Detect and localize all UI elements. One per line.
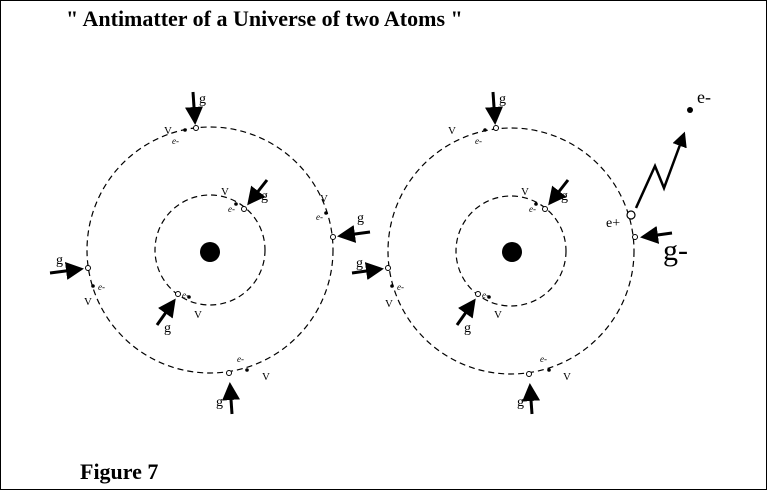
outer-orbit-left: [86, 126, 334, 374]
inner-orbit-left: [154, 194, 266, 306]
gamma-label: g: [464, 321, 471, 336]
incoming-gamma-label: g-: [663, 234, 688, 267]
neutrino-dot: [324, 211, 328, 215]
gamma-arrow: [351, 262, 384, 280]
orbit-site: [226, 370, 232, 376]
electron-label: e-: [540, 354, 547, 364]
gamma-label: g: [357, 211, 364, 226]
neutrino-dot: [487, 295, 491, 299]
gamma-label: g: [517, 395, 524, 410]
electron-label: e-: [529, 204, 536, 214]
neutrino-dot: [234, 202, 238, 206]
nucleus-right: [502, 242, 522, 262]
figure-title: " Antimatter of a Universe of two Atoms …: [66, 6, 463, 31]
emission-zigzag: [634, 131, 687, 209]
gamma-label: g: [261, 189, 268, 204]
orbit-site: [493, 125, 499, 131]
neutrino-dot: [390, 284, 394, 288]
gamma-arrow: [522, 383, 541, 415]
neutrino-dot: [91, 284, 95, 288]
electron-label: e-: [98, 282, 105, 292]
neutrino-label: V: [385, 298, 393, 310]
electron-label: e-: [316, 212, 323, 222]
neutrino-label: V: [494, 309, 502, 321]
neutrino-dot: [245, 368, 249, 372]
gamma-arrow: [155, 298, 176, 326]
orbit-site: [385, 265, 391, 271]
orbit-site: [475, 291, 481, 297]
gamma-arrow: [247, 179, 269, 206]
neutrino-label: V: [84, 296, 92, 308]
orbit-site: [85, 265, 91, 271]
electron-label: e-: [172, 136, 179, 146]
gamma-label: g: [164, 321, 171, 336]
incoming-gamma-arrow: [640, 226, 673, 244]
orbit-site: [241, 206, 247, 212]
gamma-arrow: [185, 91, 203, 125]
orbit-site: [526, 371, 532, 377]
gamma-arrow: [485, 91, 503, 125]
gamma-arrow: [337, 225, 371, 243]
positron-site: [626, 210, 636, 220]
neutrino-label: V: [164, 125, 172, 137]
orbit-site: [193, 125, 199, 131]
orbit-site: [632, 234, 638, 240]
emitted-electron-label: e-: [697, 87, 711, 107]
electron-label: e-: [482, 290, 489, 300]
neutrino-label: V: [521, 186, 529, 198]
electron-label: e-: [475, 136, 482, 146]
gamma-label: g: [356, 256, 363, 271]
outer-orbit-right: [387, 127, 635, 375]
gamma-label: g: [561, 189, 568, 204]
neutrino-label: V: [194, 309, 202, 321]
positron-label: e+: [606, 216, 620, 231]
gamma-label: g: [499, 92, 506, 107]
orbit-site: [330, 234, 336, 240]
inner-orbit-right: [455, 195, 567, 307]
neutrino-label: V: [221, 186, 229, 198]
neutrino-dot: [483, 128, 487, 132]
neutrino-dot: [547, 368, 551, 372]
gamma-arrow: [49, 261, 84, 280]
neutrino-dot: [183, 128, 187, 132]
electron-label: e-: [237, 354, 244, 364]
neutrino-label: V: [262, 371, 270, 383]
electron-label: e-: [228, 204, 235, 214]
neutrino-label: V: [320, 193, 328, 205]
electron-label: e-: [182, 290, 189, 300]
neutrino-label: V: [563, 371, 571, 383]
nucleus-left: [200, 242, 220, 262]
gamma-label: g: [56, 253, 63, 268]
gamma-arrow: [222, 382, 241, 415]
gamma-label: g: [199, 92, 206, 107]
atom-left: g V e- V e- g g e- V e- V g V e- g: [49, 91, 371, 415]
gamma-arrow: [455, 298, 476, 326]
atom-right: g V e- g e- V e- V g V e- g e- g V: [351, 87, 711, 415]
electron-label: e-: [397, 282, 404, 292]
figure-caption: Figure 7: [80, 459, 159, 484]
emitted-electron-dot: [687, 107, 693, 113]
gamma-label: g: [216, 395, 223, 410]
neutrino-dot: [187, 295, 191, 299]
neutrino-dot: [534, 202, 538, 206]
neutrino-label: V: [448, 125, 456, 137]
orbit-site: [542, 206, 548, 212]
orbit-site: [175, 291, 181, 297]
gamma-arrow: [548, 179, 570, 206]
